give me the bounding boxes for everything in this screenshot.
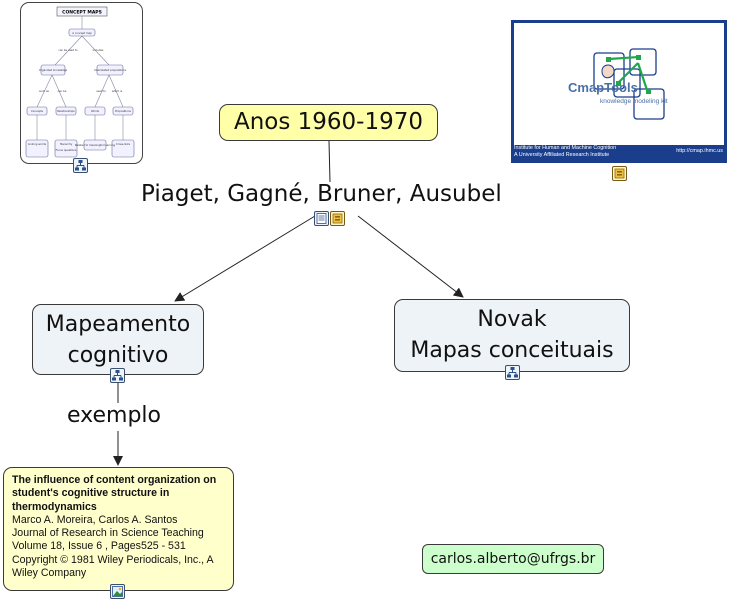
email-node[interactable]: carlos.alberto@ufrgs.br	[422, 544, 604, 574]
node-mapeamento-line2: cognitivo	[67, 343, 169, 368]
reference-authors: Marco A. Moreira, Carlos A. Santos	[12, 513, 178, 526]
reference-title: The influence of content organization on…	[12, 474, 217, 513]
line-top-to-label	[328, 140, 331, 183]
cmaptools-tagline: knowledge modeling kit	[600, 98, 668, 105]
cmaptools-white-panel: CmapTools knowledge modeling kit	[514, 23, 724, 145]
cmaptools-logo-graphic	[593, 48, 665, 120]
svg-text:such as: such as	[39, 89, 49, 93]
node-anos-1960-1970[interactable]: Anos 1960-1970	[219, 104, 438, 141]
cmaptools-thumbnail[interactable]: CmapTools knowledge modeling kit Institu…	[511, 20, 727, 163]
cmaptools-institute-line1: Institute for Human and Machine Cognitio…	[514, 145, 617, 151]
svg-text:CONCEPT MAPS: CONCEPT MAPS	[62, 10, 102, 16]
svg-text:includes: includes	[93, 48, 104, 52]
node-novak-line1: Novak	[477, 307, 547, 332]
reference-copyright: Copyright © 1981 Wiley Periodicals, Inc.…	[12, 553, 213, 580]
svg-text:Cross-links: Cross-links	[116, 142, 131, 146]
svg-text:Organized knowledge: Organized knowledge	[39, 68, 68, 72]
reference-card[interactable]: The influence of content organization on…	[3, 467, 234, 591]
svg-text:Words: Words	[91, 109, 100, 113]
svg-text:Related to meaningful learning: Related to meaningful learning	[75, 143, 116, 147]
svg-text:can be used to: can be used to	[58, 48, 78, 52]
link-label-exemplo: exemplo	[67, 403, 161, 428]
node-novak-line2: Mapas conceituais	[410, 338, 614, 363]
svg-text:used to: used to	[96, 89, 106, 93]
cmaptools-image-icon[interactable]	[612, 166, 627, 181]
mapeamento-submap-icon[interactable]	[110, 368, 125, 383]
reference-journal: Journal of Research in Science Teaching	[12, 527, 204, 540]
node-novak[interactable]: Novak Mapas conceituais	[394, 299, 630, 372]
svg-text:A concept map: A concept map	[72, 31, 92, 35]
svg-text:Concepts: Concepts	[31, 109, 44, 113]
link-label-theorists: Piaget, Gagné, Bruner, Ausubel	[141, 181, 502, 207]
cmaptools-institute-line2: A University Affiliated Research Institu…	[514, 152, 610, 158]
resource-doc-icon[interactable]	[314, 211, 329, 226]
svg-text:Relationships: Relationships	[57, 109, 75, 113]
reference-volume: Volume 18, Issue 6 , Pages525 - 531	[12, 540, 186, 553]
node-anos-label: Anos 1960-1970	[233, 109, 424, 135]
svg-text:Propositions: Propositions	[115, 109, 131, 113]
svg-text:which is: which is	[112, 89, 123, 93]
node-mapeamento-cognitivo[interactable]: Mapeamento cognitivo	[32, 304, 204, 375]
svg-text:Hierarchy: Hierarchy	[60, 142, 73, 146]
arrow-to-novak	[357, 215, 464, 298]
novak-submap-icon[interactable]	[505, 365, 520, 380]
concept-map-link-icon[interactable]	[73, 158, 88, 173]
arrow-to-mapeamento	[174, 215, 316, 302]
concept-map-preview: CONCEPT MAPS A	[25, 6, 135, 158]
resource-image-icon[interactable]	[330, 211, 345, 226]
concept-maps-thumbnail[interactable]: CONCEPT MAPS A	[20, 2, 143, 164]
cmaptools-url: http://cmap.ihmc.us	[676, 148, 723, 154]
email-label: carlos.alberto@ufrgs.br	[430, 551, 596, 567]
node-mapeamento-line1: Mapeamento	[45, 312, 191, 337]
reference-image-icon[interactable]	[110, 584, 125, 599]
svg-text:can be: can be	[58, 89, 67, 93]
svg-text:Interrelated propositions: Interrelated propositions	[94, 68, 127, 72]
svg-text:Focus questions: Focus questions	[56, 148, 77, 152]
cmaptools-logo-text: CmapTools	[568, 80, 638, 95]
svg-text:Linking words: Linking words	[28, 142, 47, 146]
